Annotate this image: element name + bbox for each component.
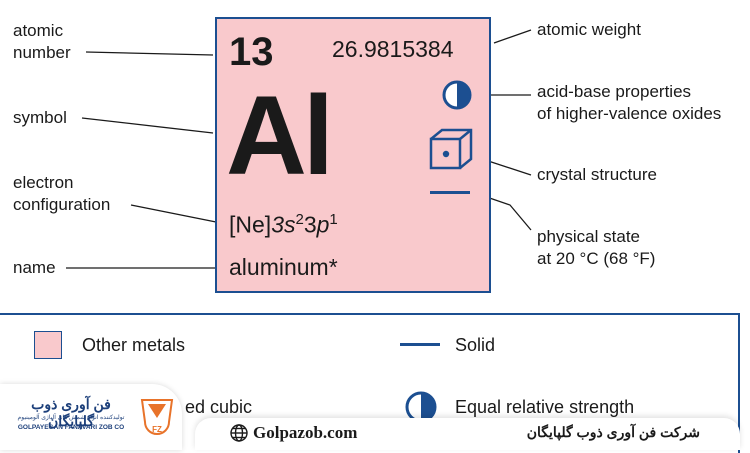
half-circle-icon xyxy=(442,80,472,110)
legend-swatch-other-metals xyxy=(34,331,62,359)
callout-name: name xyxy=(13,258,56,277)
legend-label-solid: Solid xyxy=(455,335,496,355)
leader-atomic-number xyxy=(85,51,214,56)
atomic-number: 13 xyxy=(229,30,274,74)
legend-label-other-metals: Other metals xyxy=(82,335,186,355)
watermark-company-fa-sub: تولیدکننده انواع شمش های آلیاژی آلومینیو… xyxy=(17,415,125,421)
cube-icon xyxy=(429,128,473,170)
globe-icon xyxy=(230,424,248,442)
legend-border-right xyxy=(738,313,740,453)
atomic-weight: 26.9815384 xyxy=(332,36,454,62)
legend-label-acid-base: Equal relative strength xyxy=(455,397,635,417)
callout-symbol: symbol xyxy=(13,108,67,127)
callout-crystal-structure: crystal structure xyxy=(537,165,657,184)
element-symbol: Al xyxy=(226,73,334,198)
legend-border-top xyxy=(0,313,740,315)
element-name: aluminum* xyxy=(229,254,338,280)
legend-solid-icon xyxy=(400,343,440,346)
callout-atomic-weight: atomic weight xyxy=(537,20,641,39)
watermark-company-fa: فن آوری ذوب گلپایگان xyxy=(31,396,111,429)
legend-half-circle-icon xyxy=(405,391,437,423)
website-link[interactable]: Golpazob.com xyxy=(253,423,358,442)
electron-configuration: [Ne]3s23p1 xyxy=(229,211,338,238)
legend-label-crystal: ed cubic xyxy=(185,397,253,417)
footer-company-fa: شرکت فن آوری ذوب گلپایگان xyxy=(526,424,700,440)
logo-icon: FZ xyxy=(140,399,174,435)
leader-electron xyxy=(130,204,227,225)
watermark-company-en: GOLPAYEGAN FANAVARI ZOB CO xyxy=(17,424,125,431)
solid-state-icon xyxy=(430,191,470,194)
footer-bar xyxy=(195,418,740,450)
leader-symbol xyxy=(81,117,214,134)
logo-icon-text: FZ xyxy=(152,425,162,434)
leader-atomic-weight xyxy=(493,29,532,44)
